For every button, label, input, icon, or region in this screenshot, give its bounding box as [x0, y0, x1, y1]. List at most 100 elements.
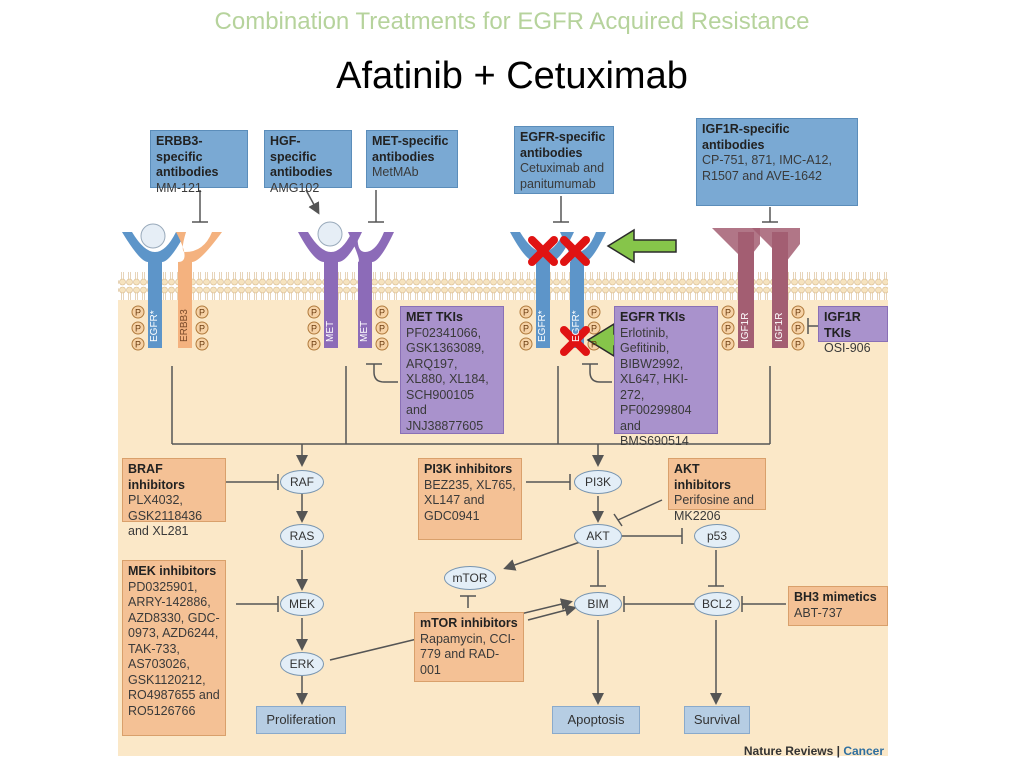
box-title: IGF1R TKIs: [824, 310, 861, 340]
outcome-proliferation: Proliferation: [256, 706, 346, 734]
node-mek: MEK: [280, 592, 324, 616]
journal-credit: Nature Reviews | Cancer: [744, 744, 884, 758]
phospho-label: P: [795, 308, 801, 318]
blockade-cross-icons: [528, 236, 590, 356]
phospho-label: P: [725, 308, 731, 318]
box-items: PF02341066, GSK1363089, ARQ197, XL880, X…: [406, 325, 489, 433]
slide-subtitle: Combination Treatments for EGFR Acquired…: [214, 8, 810, 35]
node-raf: RAF: [280, 470, 324, 494]
box-title: HGF-specific antibodies: [270, 134, 333, 179]
box-title: PI3K inhibitors: [424, 462, 513, 476]
phospho-label: P: [591, 324, 597, 334]
erbb3-antibodies-box: ERBB3-specific antibodies MM-121: [150, 130, 248, 195]
box-items: AMG102: [270, 180, 320, 195]
box-title: MEK inhibitors: [128, 564, 217, 578]
box-title: EGFR TKIs: [620, 310, 686, 324]
cell-membrane: [118, 272, 888, 300]
node-bim: BIM: [574, 592, 622, 616]
igf1r-tkis-box: IGF1R TKIs OSI-906: [818, 306, 888, 355]
box-items: OSI-906: [824, 341, 871, 355]
phospho-label: P: [523, 324, 529, 334]
phospho-label: P: [199, 324, 205, 334]
box-title: BRAF inhibitors: [128, 462, 185, 492]
box-items: PLX4032, GSK2118436 and XL281: [128, 493, 203, 538]
mtor-inhibitors-box: mTOR inhibitors Rapamycin, CCI-779 and R…: [414, 612, 524, 682]
hgf-antibodies-box: HGF-specific antibodies AMG102: [264, 130, 352, 195]
box-items: ABT-737: [794, 605, 843, 620]
node-bcl2: BCL2: [694, 592, 740, 616]
receptor-label-erbb3: ERBB3: [179, 309, 190, 342]
box-items: Perifosine and MK2206: [674, 493, 754, 523]
phospho-label: P: [379, 340, 385, 350]
braf-inhibitors-box: BRAF inhibitors PLX4032, GSK2118436 and …: [122, 458, 226, 538]
igf1r-antibodies-box: IGF1R-specific antibodies CP-751, 871, I…: [696, 118, 858, 206]
phospho-label: P: [795, 324, 801, 334]
phospho-label: P: [523, 340, 529, 350]
node-p53: p53: [694, 524, 740, 548]
credit-separator: |: [836, 744, 840, 758]
journal-section: Cancer: [843, 744, 884, 758]
phospho-label: P: [523, 308, 529, 318]
phospho-label: P: [199, 340, 205, 350]
receptor-label-egfr: EGFR*: [537, 310, 548, 342]
phospho-label: P: [379, 324, 385, 334]
box-items: MM-121: [156, 180, 202, 195]
phospho-label: P: [311, 324, 317, 334]
met-tkis-box: MET TKIs PF02341066, GSK1363089, ARQ197,…: [400, 306, 504, 434]
phospho-label: P: [311, 340, 317, 350]
phospho-label: P: [135, 340, 141, 350]
phospho-label: P: [725, 324, 731, 334]
box-title: EGFR-specific antibodies: [520, 130, 606, 160]
box-title: AKT inhibitors: [674, 462, 731, 492]
receptor-label-igf1r: IGF1R: [774, 312, 785, 342]
slide-title: Afatinib + Cetuximab: [336, 55, 688, 97]
igf1r-dimer: [712, 228, 800, 348]
met-antibodies-box: MET-specific antibodies MetMAb: [366, 130, 458, 188]
phospho-groups: [131, 305, 805, 351]
box-items: MetMAb: [372, 165, 419, 179]
box-items: PD0325901, ARRY-142886, AZD8330, GDC-097…: [128, 579, 220, 718]
box-items: BEZ235, XL765, XL147 and GDC0941: [424, 477, 516, 523]
journal-name: Nature Reviews: [743, 744, 834, 758]
met-dimer: [298, 221, 394, 348]
box-items: Rapamycin, CCI-779 and RAD-001: [420, 631, 516, 677]
egfr-erbb3-dimer: [122, 223, 222, 348]
box-title: ERBB3-specific antibodies: [156, 134, 219, 179]
phospho-label: P: [311, 308, 317, 318]
node-mtor: mTOR: [444, 566, 496, 590]
phospho-label: P: [135, 308, 141, 318]
bh3-mimetics-box: BH3 mimetics ABT-737: [788, 586, 888, 626]
receptor-label-met: MET: [359, 320, 370, 342]
phospho-label: P: [591, 340, 597, 350]
akt-inhibitors-box: AKT inhibitors Perifosine and MK2206: [668, 458, 766, 523]
receptor-label-egfr: EGFR*: [571, 310, 582, 342]
pi3k-inhibitors-box: PI3K inhibitors BEZ235, XL765, XL147 and…: [418, 458, 522, 540]
phospho-label: P: [199, 308, 205, 318]
box-title: BH3 mimetics: [794, 590, 877, 604]
phospho-label: P: [379, 308, 385, 318]
receptor-label-egfr: EGFR*: [149, 310, 160, 342]
box-items: Cetuximab and panitumumab: [520, 161, 605, 191]
box-title: mTOR inhibitors: [420, 616, 518, 630]
node-akt: AKT: [574, 524, 622, 548]
node-ras: RAS: [280, 524, 324, 548]
phospho-label: P: [725, 340, 731, 350]
outcome-survival: Survival: [684, 706, 750, 734]
node-erk: ERK: [280, 652, 324, 676]
box-items: CP-751, 871, IMC-A12, R1507 and AVE-1642: [702, 153, 832, 183]
egfr-tkis-box: EGFR TKIs Erlotinib, Gefitinib, BIBW2992…: [614, 306, 718, 448]
phospho-label: P: [591, 308, 597, 318]
node-pi3k: PI3K: [574, 470, 622, 494]
mek-inhibitors-box: MEK inhibitors PD0325901, ARRY-142886, A…: [122, 560, 226, 736]
box-title: MET TKIs: [406, 310, 463, 324]
box-items: Erlotinib, Gefitinib, BIBW2992, XL647, H…: [620, 325, 692, 449]
receptor-label-met: MET: [325, 320, 336, 342]
box-title: IGF1R-specific antibodies: [702, 122, 790, 152]
receptor-label-igf1r: IGF1R: [740, 312, 751, 342]
egfr-antibodies-box: EGFR-specific antibodies Cetuximab and p…: [514, 126, 614, 194]
outcome-apoptosis: Apoptosis: [552, 706, 640, 734]
box-title: MET-specific antibodies: [372, 134, 449, 164]
egfr-dimer: [510, 232, 606, 348]
phospho-label: P: [795, 340, 801, 350]
